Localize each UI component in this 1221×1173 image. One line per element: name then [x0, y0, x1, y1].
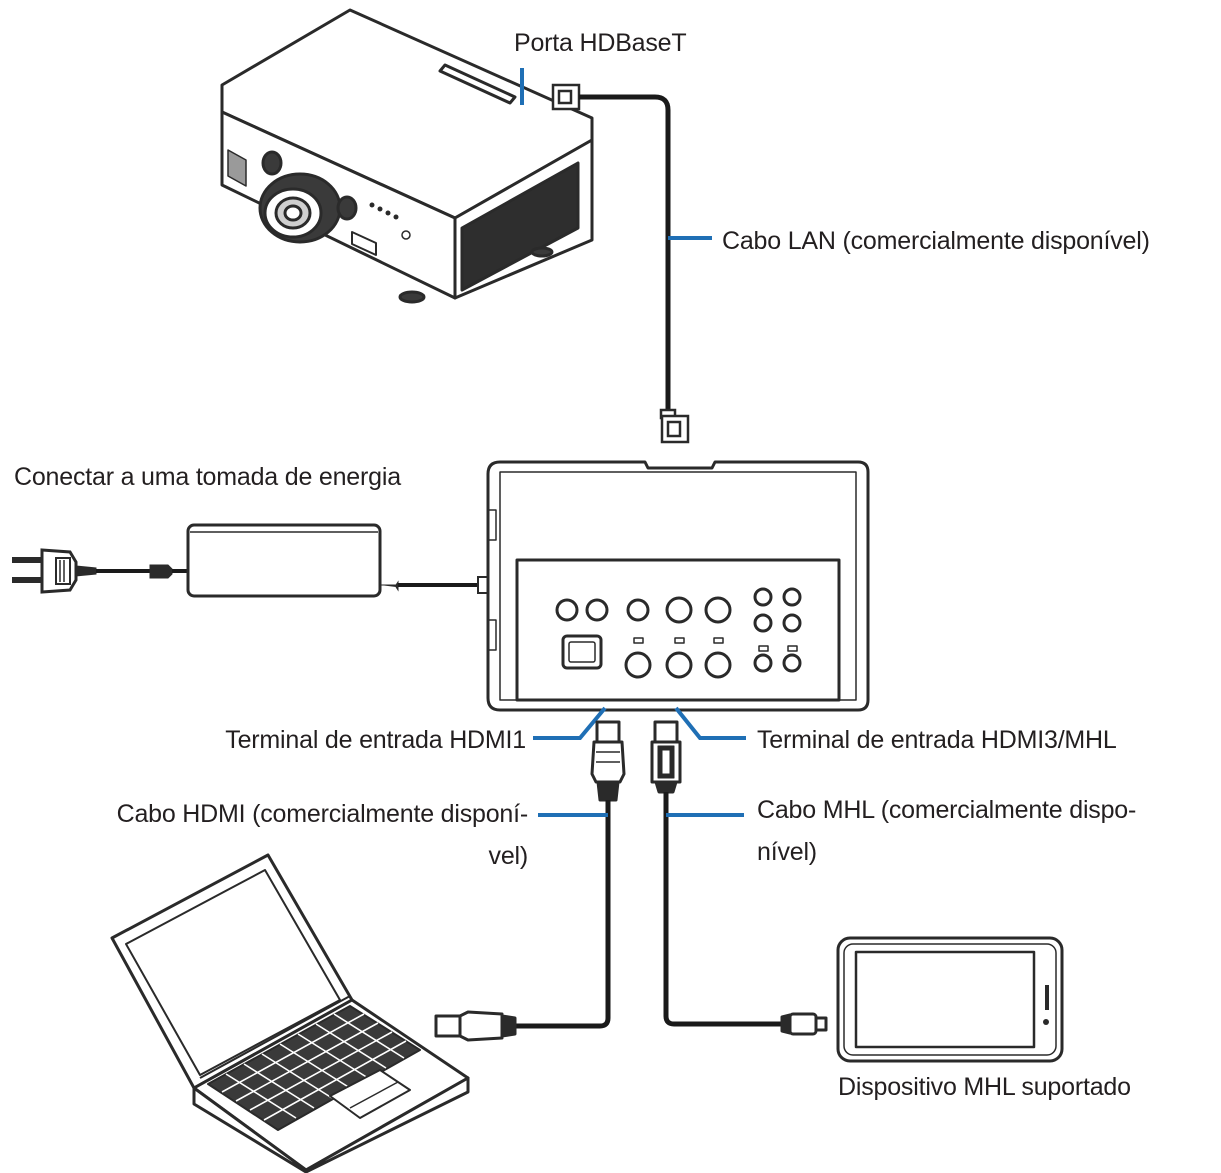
hdbaset-port-label: Porta HDBaseT: [514, 29, 687, 57]
hdmi1-input-label: Terminal de entrada HDMI1: [225, 726, 526, 754]
mhl-cable: [650, 720, 828, 1036]
hdmi-cable: [434, 720, 626, 1042]
mhl-device-label: Dispositivo MHL suportado: [838, 1073, 1131, 1101]
mhl-cable-label-line2: nível): [757, 838, 817, 866]
projector-illustration: [220, 8, 594, 304]
tablet-illustration: [836, 936, 1064, 1063]
hdmi3-input-label: Terminal de entrada HDMI3/MHL: [757, 726, 1117, 754]
lan-cable-label: Cabo LAN (comercialmente disponível): [722, 227, 1150, 255]
laptop-illustration: [110, 853, 470, 1173]
hdmi1-leader-line: [533, 706, 607, 740]
rj45-connector-receiver: [659, 408, 690, 444]
power-adapter: [12, 523, 491, 598]
lan-cable: [579, 94, 671, 412]
mhl-cable-label-line1: Cabo MHL (comercialmente dispo-: [757, 796, 1137, 824]
hdbaset-receiver: [486, 460, 870, 712]
hdmi-cable-label-line1: Cabo HDMI (comercialmente disponí-: [116, 800, 529, 828]
hdmi-cable-label-line2: vel): [488, 842, 529, 870]
power-outlet-label: Conectar a uma tomada de energia: [14, 463, 401, 491]
hdmi3-leader-line: [674, 706, 746, 740]
rj45-connector-projector: [551, 83, 581, 111]
